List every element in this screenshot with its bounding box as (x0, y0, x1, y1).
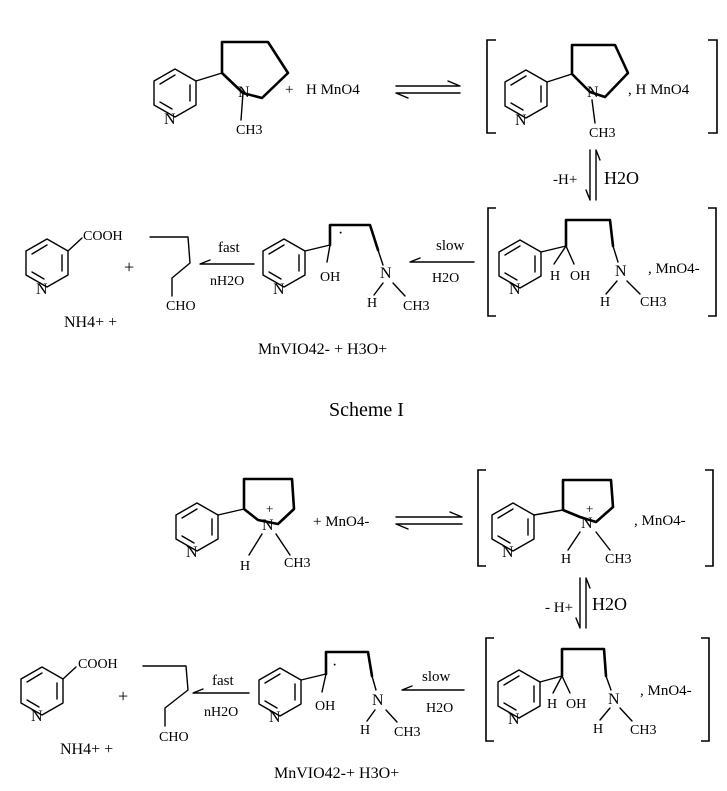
products-1: N COOH + CHO NH4+ + MnVIO42- + H3O+ (25, 229, 387, 358)
radical-dot: · (338, 225, 343, 242)
pyridine-n: N (273, 281, 285, 298)
amine-n: N (380, 265, 392, 282)
amine-n: N (615, 263, 627, 280)
products-2: N COOH + CHO NH4+ + MnVIO42-+ H3O+ (20, 657, 399, 782)
h-label: H (240, 559, 250, 574)
vertical-equilibrium-1: -H+ H2O (553, 149, 639, 201)
slow-label: slow (436, 238, 465, 254)
radical-intermediate-2: N · OH N H CH3 (258, 650, 420, 740)
hydroxyl-label: OH (570, 269, 590, 284)
aldehyde-label: CHO (159, 730, 189, 745)
nicotine-reactant-1: N N CH3 (153, 40, 290, 138)
water-label: H2O (592, 594, 627, 614)
plus-sign: + (285, 82, 293, 98)
pyrrolidine-n: N (238, 84, 250, 101)
slow-arrow-1: slow H2O (409, 238, 475, 286)
radical-dot: · (332, 657, 337, 674)
h-label: H (593, 722, 603, 737)
deprotonation-label: -H+ (553, 172, 577, 188)
water-label: nH2O (204, 705, 238, 720)
equilibrium-arrow-2 (395, 511, 463, 530)
methyl-label: CH3 (284, 556, 310, 571)
fast-label: fast (212, 673, 234, 689)
intermediate-2: N H OH N H CH3 , MnO4- (485, 637, 710, 742)
carboxyl-label: COOH (78, 657, 118, 672)
pyridine-n: N (509, 281, 521, 298)
h-label: H (360, 723, 370, 738)
amine-n: N (608, 691, 620, 708)
h-label: H (550, 269, 560, 284)
methyl-label: CH3 (589, 126, 615, 141)
pyridine-n: N (508, 711, 520, 728)
aldehyde-label: CHO (166, 299, 196, 314)
deprotonation-label: - H+ (545, 600, 573, 616)
hydroxyl-label: OH (566, 697, 586, 712)
manganate-label: MnVIO42- + H3O+ (258, 341, 387, 358)
scheme-2: N + N H CH3 + MnO4- N + N (20, 469, 714, 782)
scheme-caption: Scheme I (329, 399, 404, 421)
water-label: H2O (432, 271, 459, 286)
methyl-label: CH3 (403, 299, 429, 314)
fast-label: fast (218, 240, 240, 256)
fast-arrow-1: fast nH2O (199, 240, 255, 289)
water-label: H2O (604, 168, 639, 188)
pyridine-n: N (515, 112, 527, 129)
radical-intermediate-1: N · OH N H CH3 (262, 223, 429, 314)
carboxyl-label: COOH (83, 229, 123, 244)
pyrrolidine-n: N (262, 517, 274, 534)
reagent-hmno4: H MnO4 (306, 82, 360, 98)
complex-1: N N CH3 , H MnO4 (486, 39, 718, 141)
slow-arrow-2: slow H2O (401, 669, 465, 716)
equilibrium-arrow-1 (395, 80, 461, 99)
fast-arrow-2: fast nH2O (192, 673, 250, 720)
scheme-1: N N CH3 + H MnO4 N N CH3 , H MnO4 (25, 39, 718, 421)
plus-sign: + (118, 686, 128, 706)
hydroxyl-label: OH (315, 699, 335, 714)
pyridine-n: N (186, 544, 198, 561)
h-label: H (367, 296, 377, 311)
plus-sign: + (124, 257, 134, 277)
positive-charge: + (266, 501, 273, 516)
ammonium-label: NH4+ + (64, 314, 117, 331)
pyridine-n: N (36, 281, 48, 298)
methyl-label: CH3 (630, 723, 656, 738)
pyridine-n: N (502, 544, 514, 561)
pyridine-n: N (269, 709, 281, 726)
complex-reagent: , H MnO4 (628, 82, 690, 98)
pyridine-n: N (31, 708, 43, 725)
h-label: H (561, 552, 571, 567)
water-label: H2O (426, 701, 453, 716)
complex-reagent: , MnO4- (634, 513, 686, 529)
methyl-label: CH3 (605, 552, 631, 567)
h-label: H (547, 697, 557, 712)
h-label: H (600, 295, 610, 310)
pyridine-n: N (164, 111, 176, 128)
amine-n: N (372, 692, 384, 709)
water-label: nH2O (210, 274, 244, 289)
hydroxyl-label: OH (320, 270, 340, 285)
nicotine-reactant-2: N + N H CH3 (175, 477, 310, 574)
manganate-label: MnVIO42-+ H3O+ (274, 765, 399, 782)
positive-charge: + (586, 501, 593, 516)
vertical-equilibrium-2: - H+ H2O (545, 577, 627, 629)
pyrrolidine-n: N (587, 84, 599, 101)
pyrrolidine-n: N (581, 515, 593, 532)
counter-ion: , MnO4- (648, 261, 700, 277)
slow-label: slow (422, 669, 451, 685)
ammonium-label: NH4+ + (60, 741, 113, 758)
intermediate-1: N H OH N H CH3 , MnO4- (487, 207, 717, 317)
counter-ion: , MnO4- (640, 683, 692, 699)
complex-2: N + N H CH3 , MnO4- (477, 469, 714, 567)
methyl-label: CH3 (394, 725, 420, 740)
reagent-mno4: + MnO4- (313, 514, 369, 530)
methyl-label: CH3 (236, 123, 262, 138)
methyl-label: CH3 (640, 295, 666, 310)
